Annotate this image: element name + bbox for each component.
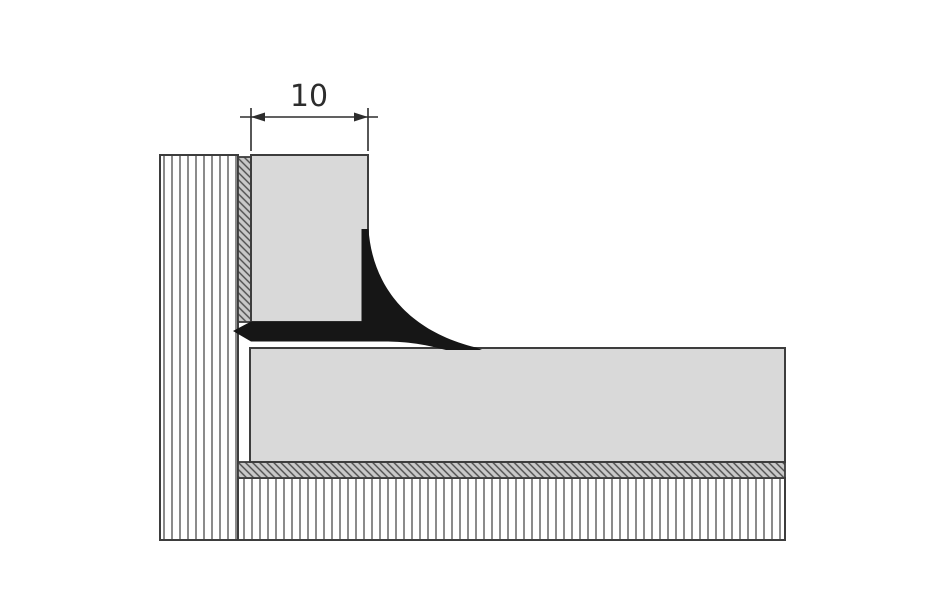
- wall-section-hatched: [159, 154, 239, 541]
- cove-sealing-profile: [233, 229, 482, 350]
- dimension-arrow-right: [354, 112, 368, 122]
- floor-substrate-hatched: [237, 477, 786, 541]
- dimension-label: 10: [290, 79, 328, 114]
- floor-tile-slab: [249, 347, 786, 463]
- wall-adhesive-layer: [237, 156, 252, 323]
- wall-tile: [250, 154, 369, 323]
- floor-adhesive-layer: [237, 461, 786, 479]
- dimension-arrow-left: [251, 112, 265, 122]
